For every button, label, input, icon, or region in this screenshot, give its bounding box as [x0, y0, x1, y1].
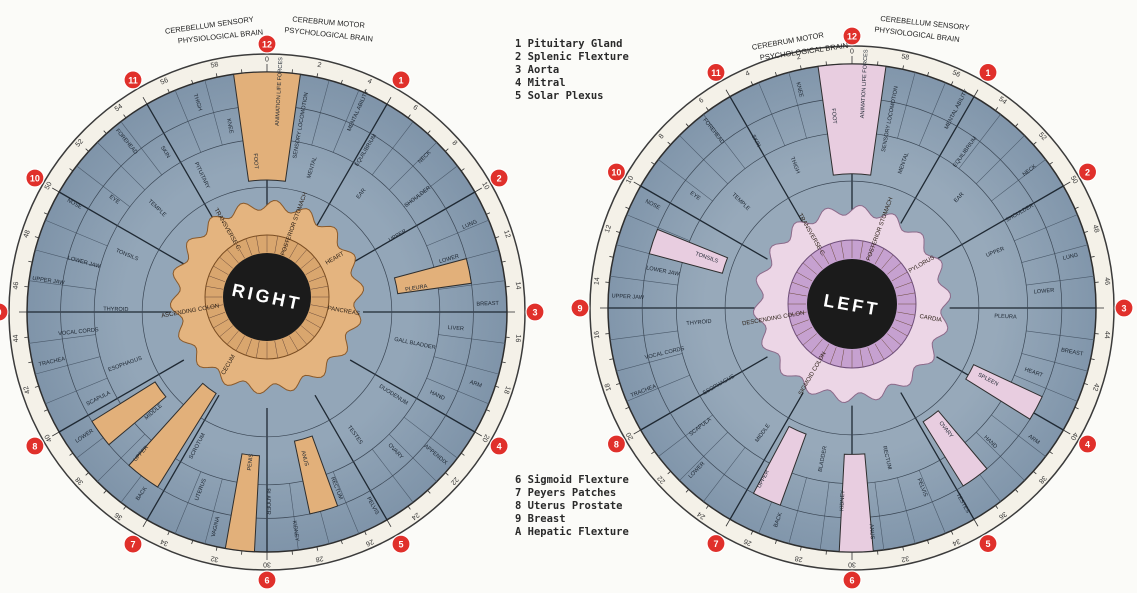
clock-marker-label: 3 [532, 308, 537, 318]
scale-number: 16 [594, 330, 602, 339]
clock-marker-label: 7 [130, 540, 135, 550]
clock-marker-label: 12 [262, 40, 272, 50]
scale-number: 30 [848, 561, 856, 568]
legend-bottom: 6 Sigmoid Flexture 7 Peyers Patches 8 Ut… [515, 474, 629, 539]
clock-marker-label: 9 [577, 304, 582, 314]
legend-item: 4 Mitral [515, 77, 629, 90]
clock-marker-label: 8 [614, 440, 619, 450]
legend-item: 5 Solar Plexus [515, 90, 629, 103]
clock-marker: 3 [1115, 299, 1133, 317]
scale-number: 46 [1103, 277, 1111, 286]
clock-marker-label: 11 [128, 75, 138, 85]
zone-label: FOOT [252, 153, 259, 170]
clock-marker-label: 5 [985, 539, 990, 549]
legend-top: 1 Pituitary Gland 2 Splenic Flexture 3 A… [515, 38, 629, 103]
clock-marker-label: 9 [0, 308, 2, 318]
clock-marker: 5 [392, 535, 410, 553]
scale-number: 44 [1103, 331, 1111, 340]
clock-marker: 4 [1079, 435, 1097, 453]
clock-marker-label: 1 [985, 68, 990, 78]
clock-marker: 10 [607, 163, 625, 181]
clock-marker-label: 3 [1121, 304, 1126, 314]
scale-number: 46 [12, 281, 20, 290]
clock-marker-label: 12 [847, 32, 857, 42]
clock-marker-label: 11 [711, 68, 721, 78]
clock-marker: 3 [526, 303, 544, 321]
clock-marker: 8 [26, 437, 44, 455]
zone-label: PLEURA [994, 313, 1017, 320]
scale-number: 14 [514, 281, 522, 290]
clock-marker: 10 [26, 169, 44, 187]
scale-number: 30 [263, 561, 271, 568]
clock-marker: 9 [571, 299, 589, 317]
clock-marker: 4 [490, 437, 508, 455]
scale-number: 44 [12, 334, 20, 343]
clock-marker-label: 5 [398, 540, 403, 550]
clock-marker: 6 [843, 571, 861, 589]
clock-marker: 6 [258, 571, 276, 589]
legend-item: 2 Splenic Flexture [515, 51, 629, 64]
clock-marker: 5 [979, 535, 997, 553]
clock-marker: 7 [707, 535, 725, 553]
clock-marker-label: 10 [611, 168, 621, 178]
clock-marker: 1 [979, 63, 997, 81]
legend-item: 3 Aorta [515, 64, 629, 77]
zone-label: BLADDER [265, 488, 271, 514]
clock-marker-label: 10 [30, 174, 40, 184]
legend-item: 9 Breast [515, 513, 629, 526]
clock-marker: 2 [490, 169, 508, 187]
clock-marker-label: 2 [1085, 168, 1090, 178]
zone-label: BREAST [476, 301, 499, 308]
clock-marker-label: 4 [497, 442, 502, 452]
clock-marker-label: 4 [1085, 440, 1090, 450]
clock-marker-label: 8 [32, 442, 37, 452]
legend-item: 8 Uterus Prostate [515, 500, 629, 513]
clock-marker: 2 [1079, 163, 1097, 181]
clock-marker-label: 6 [849, 576, 854, 586]
legend-item: A Hepatic Flexture [515, 526, 629, 539]
legend-item: 1 Pituitary Gland [515, 38, 629, 51]
scale-number: 14 [594, 277, 602, 286]
clock-marker: 12 [258, 35, 276, 53]
clock-marker: 11 [124, 71, 142, 89]
scale-number: 0 [265, 57, 269, 64]
scale-number: 0 [850, 49, 854, 56]
zone-label: THYROID [103, 306, 128, 313]
zone-label: KIDNEY [839, 490, 846, 511]
clock-marker-label: 6 [264, 576, 269, 586]
legend-item: 6 Sigmoid Flexture [515, 474, 629, 487]
clock-marker-label: 2 [497, 174, 502, 184]
clock-marker-label: 1 [398, 75, 403, 85]
scale-number: 16 [514, 334, 522, 343]
clock-marker: 1 [392, 71, 410, 89]
clock-marker: 11 [707, 63, 725, 81]
clock-marker: 8 [607, 435, 625, 453]
clock-marker: 7 [124, 535, 142, 553]
legend-item: 7 Peyers Patches [515, 487, 629, 500]
clock-marker: 9 [0, 303, 8, 321]
clock-marker-label: 7 [713, 539, 718, 549]
